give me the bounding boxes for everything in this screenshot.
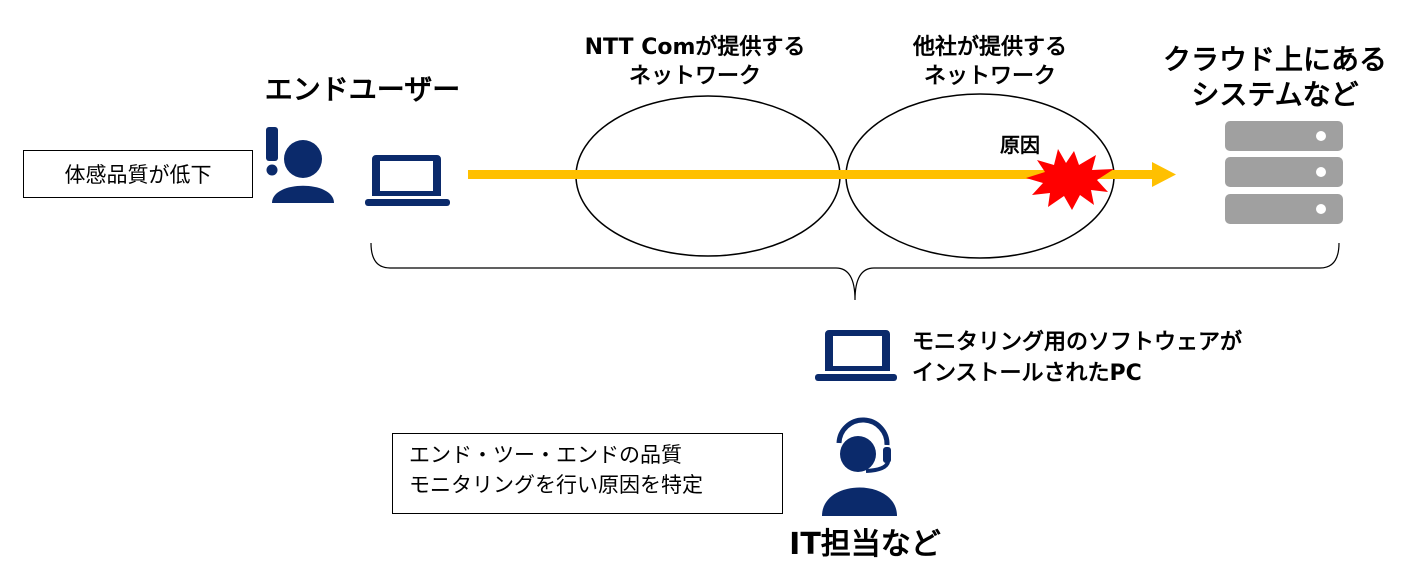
end-user-laptop-icon bbox=[365, 155, 450, 206]
cloud-label-line1: クラウド上にある bbox=[1162, 43, 1387, 76]
other-network-label-line2: ネットワーク bbox=[923, 63, 1056, 89]
monitoring-pc-label: モニタリング用のソフトウェアが インストールされたPC bbox=[912, 328, 1242, 390]
end-user-title: エンドユーザー bbox=[264, 73, 461, 106]
it-operator-headset-icon bbox=[822, 417, 897, 516]
cloud-label-line2: システムなど bbox=[1191, 78, 1359, 111]
traffic-arrow bbox=[468, 162, 1176, 187]
it-task-line1: エンド・ツー・エンドの品質 bbox=[409, 443, 682, 467]
ntt-network-label-line2: ネットワーク bbox=[628, 63, 761, 89]
it-task-line2: モニタリングを行い原因を特定 bbox=[409, 473, 703, 498]
it-task-box: エンド・ツー・エンドの品質 モニタリングを行い原因を特定 bbox=[392, 433, 783, 514]
cloud-server-icon bbox=[1225, 121, 1343, 224]
monitoring-laptop-icon bbox=[815, 330, 897, 381]
ntt-network-label: NTT Comが提供する ネットワーク bbox=[545, 34, 845, 91]
ntt-network-label-line1: NTT Comが提供する bbox=[584, 35, 806, 60]
other-network-label-line1: 他社が提供する bbox=[912, 35, 1067, 60]
user-status-box: 体感品質が低下 bbox=[23, 150, 253, 198]
it-staff-title: IT担当など bbox=[789, 527, 941, 562]
coverage-brace bbox=[370, 242, 1340, 301]
cloud-system-label: クラウド上にある システムなど bbox=[1140, 42, 1410, 112]
monitoring-pc-line1: モニタリング用のソフトウェアが bbox=[912, 330, 1243, 355]
cause-label: 原因 bbox=[1000, 133, 1040, 157]
other-network-label: 他社が提供する ネットワーク bbox=[840, 34, 1140, 91]
end-user-alert-icon bbox=[266, 127, 334, 203]
cause-burst-icon bbox=[1026, 149, 1114, 210]
user-status-text: 体感品質が低下 bbox=[64, 163, 212, 187]
monitoring-pc-line2: インストールされたPC bbox=[912, 360, 1142, 386]
